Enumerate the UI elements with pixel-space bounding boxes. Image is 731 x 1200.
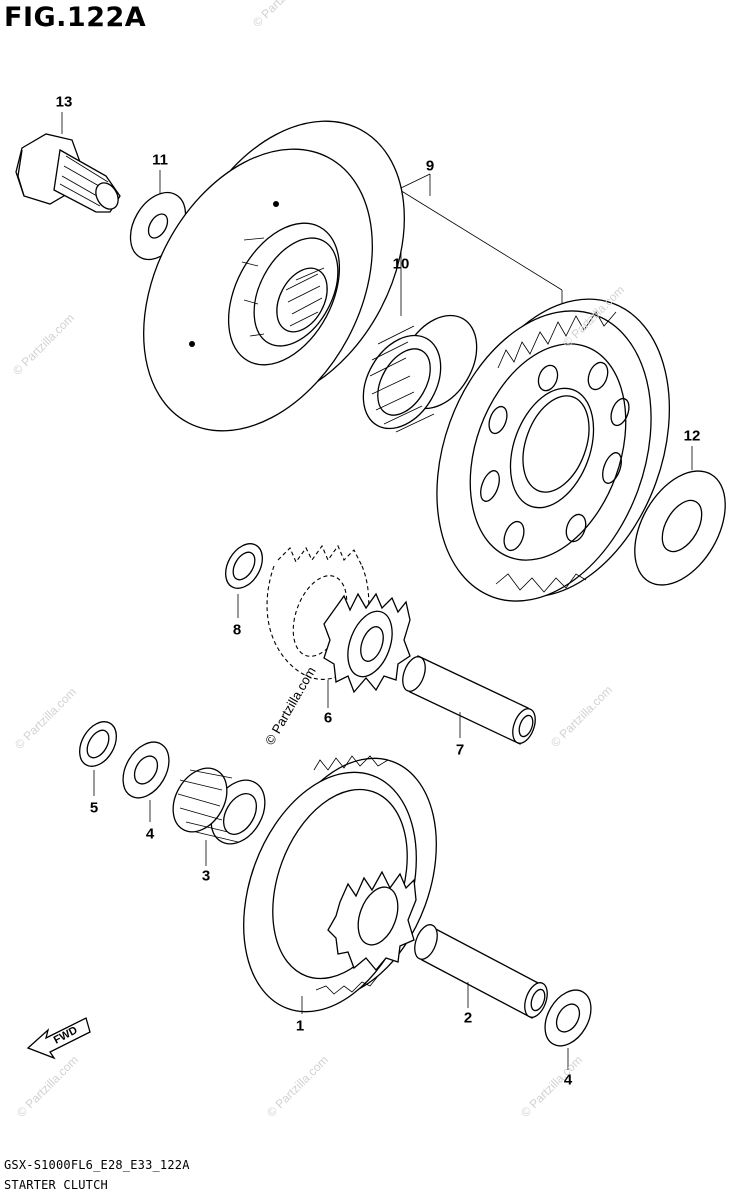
part-9-starter-clutch-housing xyxy=(143,120,405,432)
callout-12: 12 xyxy=(683,427,701,445)
part-4-washer-upper xyxy=(122,741,170,799)
callout-3: 3 xyxy=(201,867,211,885)
part-4-washer-lower xyxy=(544,989,592,1047)
part-10-needle-bearing xyxy=(362,314,478,433)
part-7-shaft xyxy=(402,655,536,745)
callout-6: 6 xyxy=(323,709,333,727)
part-5-spacer xyxy=(79,721,117,767)
part-6-idle-gear xyxy=(266,544,411,694)
callout-4-lower: 4 xyxy=(563,1071,573,1089)
part-9-starter-clutch-gear xyxy=(436,298,671,602)
callout-1: 1 xyxy=(295,1017,305,1035)
footer-diagram-name: STARTER CLUTCH xyxy=(4,1178,108,1192)
callout-10: 10 xyxy=(392,255,410,273)
callout-9: 9 xyxy=(425,157,435,175)
callout-11: 11 xyxy=(152,151,168,169)
part-12-washer xyxy=(634,470,726,586)
callout-5: 5 xyxy=(89,799,99,817)
part-2-shaft xyxy=(414,924,548,1019)
callout-8: 8 xyxy=(232,621,242,639)
footer-diagram-code: GSX-S1000FL6_E28_E33_122A xyxy=(4,1158,190,1172)
part-13-bolt xyxy=(15,133,121,213)
callout-13: 13 xyxy=(55,93,73,111)
callout-7: 7 xyxy=(455,741,465,759)
part-1-starter-idle-gear xyxy=(243,755,437,1013)
callout-2: 2 xyxy=(463,1009,473,1027)
fwd-arrow-icon: FWD xyxy=(26,1017,91,1060)
callout-4-upper: 4 xyxy=(145,825,155,843)
part-8-spacer xyxy=(225,543,263,589)
figure-title: FIG.122A xyxy=(4,2,147,33)
part-3-needle-bearing xyxy=(172,767,266,845)
